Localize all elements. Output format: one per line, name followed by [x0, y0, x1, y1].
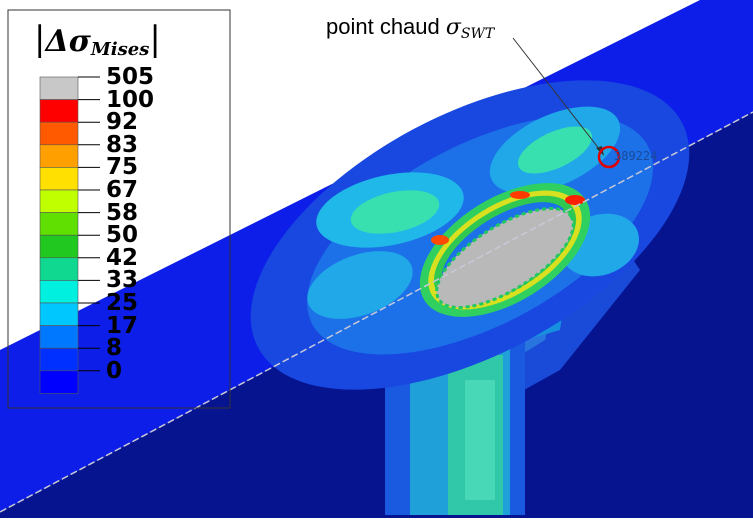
- legend-swatch-100: [39, 99, 79, 123]
- legend-swatch-33: [39, 280, 79, 304]
- legend-swatch-17: [39, 325, 79, 349]
- legend-colorbar: [39, 76, 100, 394]
- legend-swatch-83: [39, 144, 79, 168]
- legend-swatch-67: [39, 189, 79, 213]
- legend-swatch-58: [39, 212, 79, 236]
- plate-edge-line: [0, 111, 753, 513]
- legend-swatch-42: [39, 257, 79, 281]
- weld-core: [435, 207, 575, 309]
- annotation-arrow: [512, 37, 601, 151]
- annotation-subscript: SWT: [460, 26, 495, 42]
- legend-swatch-50: [39, 234, 79, 259]
- legend-tick-83: 83: [106, 131, 139, 158]
- legend-swatch-505: [39, 76, 79, 100]
- legend-swatch-0: [39, 370, 79, 394]
- legend-swatch-8: [39, 347, 79, 372]
- legend-tick-0: 0: [106, 357, 123, 384]
- legend-tick-58: 58: [106, 199, 139, 226]
- legend-tick-505: 505: [106, 64, 155, 90]
- legend-tick-8: 8: [106, 335, 123, 362]
- top-face-stress-field: [250, 80, 690, 390]
- legend-tick-33: 33: [106, 267, 139, 294]
- legend-tick-75: 75: [106, 154, 139, 181]
- legend-swatch-75: [39, 167, 79, 191]
- legend-title-subscript: Mises: [90, 39, 150, 60]
- legend-tick-42: 42: [106, 244, 139, 271]
- legend-tick-67: 67: [106, 177, 139, 203]
- legend-swatch-25: [39, 302, 79, 326]
- legend-tick-92: 92: [106, 109, 139, 136]
- annotation-symbol: σ: [445, 15, 461, 40]
- legend-tick-100: 100: [106, 86, 155, 113]
- legend-tick-17: 17: [106, 312, 139, 339]
- hot-spot-marker: [597, 145, 621, 169]
- legend-tick-25: 25: [106, 290, 139, 316]
- hot-spot-annotation: point chaud σSWT: [326, 14, 494, 42]
- legend-title-symbol: Δσ: [45, 24, 91, 59]
- legend-frame: [7, 9, 231, 409]
- legend-title: |ΔσMises|: [34, 19, 161, 60]
- node-label: 389224: [614, 149, 658, 163]
- legend-tick-50: 50: [106, 222, 139, 249]
- annotation-text: point chaud: [326, 14, 446, 39]
- legend-swatch-92: [39, 121, 79, 146]
